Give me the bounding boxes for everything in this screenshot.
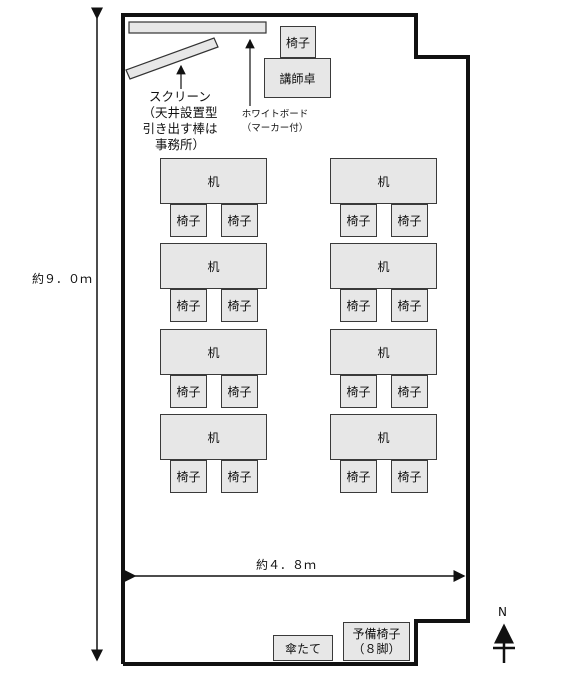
- teacher-chair: 椅子: [280, 26, 316, 58]
- compass-north-label: N: [498, 605, 507, 619]
- chair: 椅子: [391, 375, 428, 408]
- desk: 机: [160, 158, 267, 204]
- chair: 椅子: [391, 289, 428, 322]
- height-label: 約９．０ｍ: [32, 272, 93, 286]
- chair: 椅子: [221, 375, 258, 408]
- whiteboard-shape: [128, 21, 267, 34]
- screen-shape: [125, 37, 219, 80]
- chair: 椅子: [221, 204, 258, 237]
- chair: 椅子: [170, 289, 207, 322]
- desk: 机: [330, 414, 437, 460]
- spare-chairs: 予備椅子 （８脚）: [343, 622, 410, 661]
- desk: 机: [160, 329, 267, 375]
- chair: 椅子: [170, 375, 207, 408]
- umbrella-stand: 傘たて: [273, 635, 333, 661]
- spare-chairs-count: （８脚）: [352, 641, 401, 656]
- screen-label: スクリーン （天井設置型 引き出す棒は 事務所）: [142, 89, 218, 152]
- chair: 椅子: [340, 289, 377, 322]
- chair: 椅子: [221, 460, 258, 493]
- spare-chairs-label: 予備椅子: [352, 626, 401, 641]
- whiteboard-label: ホワイトボード （マーカー付）: [241, 109, 309, 134]
- chair: 椅子: [340, 460, 377, 493]
- desk: 机: [330, 243, 437, 289]
- width-label: 約４．８ｍ: [256, 558, 317, 572]
- chair: 椅子: [221, 289, 258, 322]
- desk: 机: [330, 329, 437, 375]
- chair: 椅子: [340, 204, 377, 237]
- desk: 机: [160, 243, 267, 289]
- desk: 机: [330, 158, 437, 204]
- room-wall: [121, 13, 470, 666]
- chair: 椅子: [170, 204, 207, 237]
- chair: 椅子: [340, 375, 377, 408]
- chair: 椅子: [170, 460, 207, 493]
- desk: 机: [160, 414, 267, 460]
- chair: 椅子: [391, 460, 428, 493]
- chair: 椅子: [391, 204, 428, 237]
- teacher-desk: 講師卓: [264, 58, 331, 98]
